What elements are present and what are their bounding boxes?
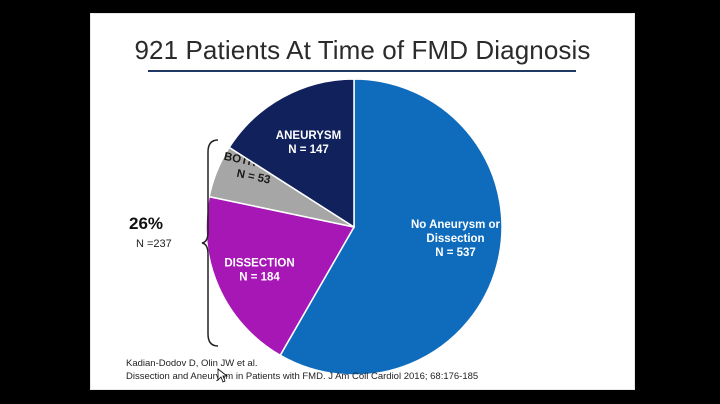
bracket-count: N =237 [136,238,172,250]
title-underline [148,70,576,72]
mouse-cursor-icon [217,368,229,383]
bracket-percent: 26% [129,214,164,233]
citation: Kadian-Dodov D, Olin JW et al. Dissectio… [126,357,478,383]
citation-authors: Kadian-Dodov D, Olin JW et al. [126,358,258,369]
slide: 921 Patients At Time of FMD Diagnosis No… [90,13,635,390]
pie-slice-dissection [205,195,356,357]
bracket-brace [201,139,219,347]
pie-slice-no-aneurysm-or-dissection [279,78,503,376]
citation-reference: Dissection and Aneurysm in Patients with… [126,371,479,382]
slide-title: 921 Patients At Time of FMD Diagnosis [134,35,591,65]
pie-slice-aneurysm [228,78,355,229]
